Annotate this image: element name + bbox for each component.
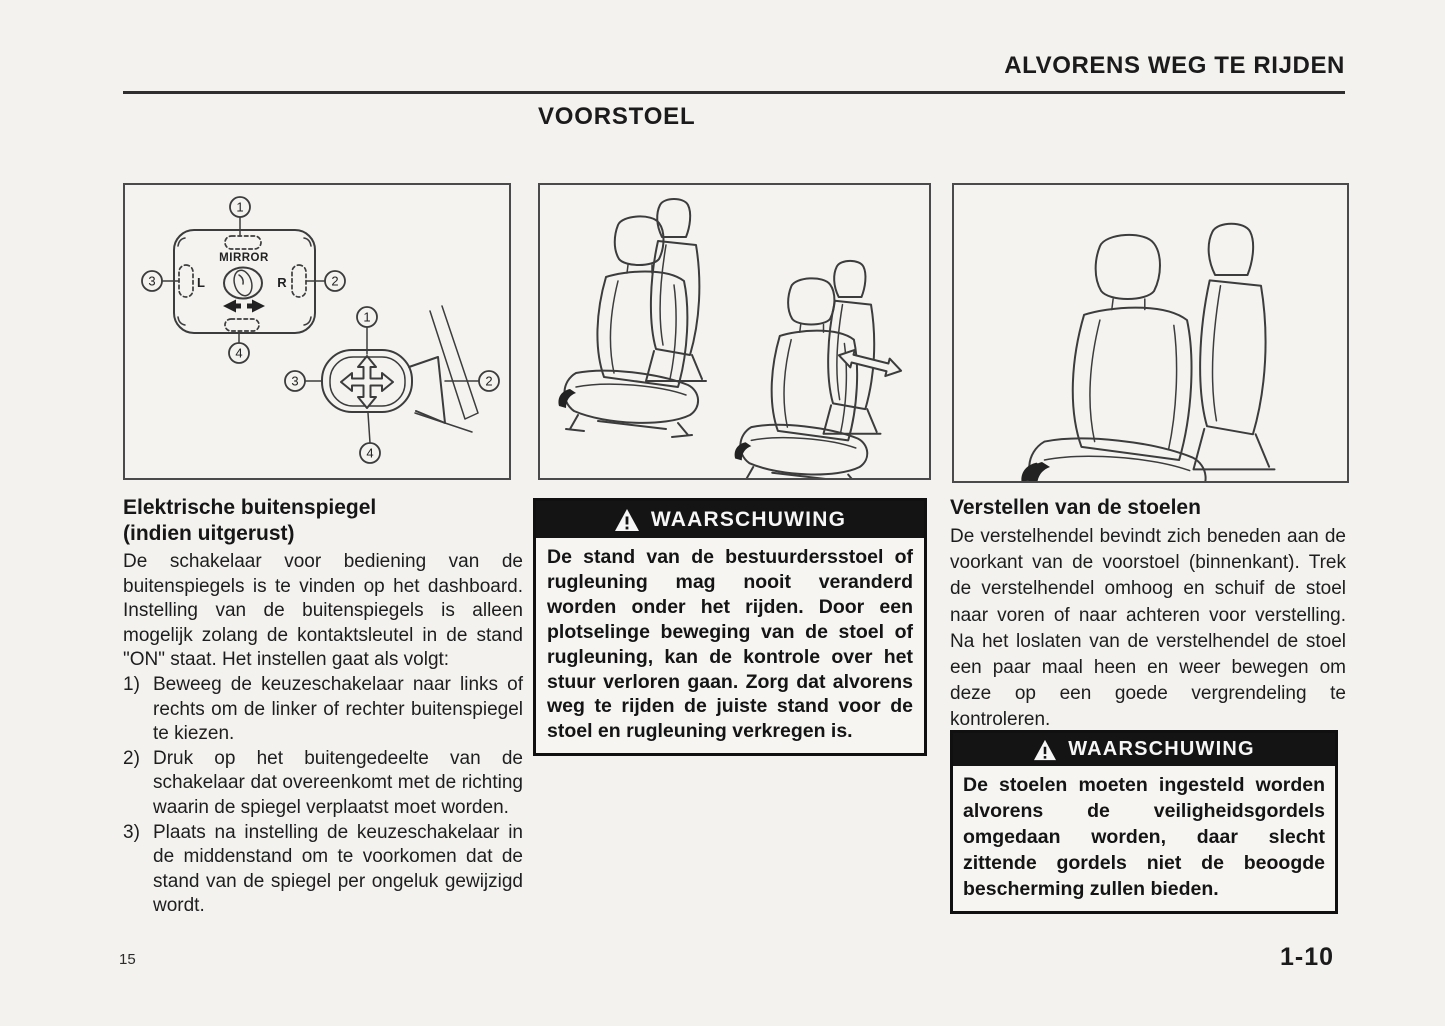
four-way-arrow-icon [341, 356, 393, 408]
mirror-selector-knob [224, 268, 262, 299]
arrow-right-icon [247, 299, 265, 313]
list-item-number: 3) [123, 821, 140, 843]
callout-3-circle [141, 270, 163, 292]
mirror-callout-3-circle [284, 370, 306, 392]
warning-box-seatbelts: WAARSCHUWING De stoelen moeten ingesteld… [950, 730, 1338, 914]
recline-arrow-icon [837, 347, 903, 380]
warning-triangle-icon [614, 508, 639, 531]
right-heading: Verstellen van de stoelen [950, 496, 1201, 519]
mirror-callout-2-circle [478, 370, 500, 392]
warning-header: WAARSCHUWING [536, 501, 924, 538]
warning-title: WAARSCHUWING [650, 507, 847, 531]
warning-header: WAARSCHUWING [953, 733, 1335, 766]
page-number: 1-10 [1280, 943, 1335, 971]
mirror-callout-3: 3 [291, 374, 298, 389]
left-heading-line2: (indien uitgerust) [123, 522, 295, 545]
mirror-callout-4: 4 [366, 446, 373, 461]
mirror-select-right-detent [292, 265, 306, 297]
seat-lever-figure [952, 183, 1349, 483]
warning-box-seat-position: WAARSCHUWING De stand van de bestuurders… [533, 498, 927, 757]
list-item: 3) Plaats na instelling de keuzeschakela… [123, 821, 523, 919]
right-paragraph: De verstelhendel bevindt zich beneden aa… [950, 526, 1346, 731]
callout-4-circle [228, 342, 250, 364]
callout-2-circle [324, 270, 346, 292]
seat-adjust-figure [538, 183, 931, 480]
list-item-number: 2) [123, 747, 140, 769]
list-item-number: 1) [123, 673, 140, 695]
left-intro-paragraph: De schakelaar voor bediening van de buit… [123, 551, 523, 671]
right-mirror-label: R [277, 275, 287, 290]
seat-slide-illustration [557, 198, 707, 438]
left-heading-line1: Elektrische buitenspiegel [123, 496, 377, 519]
adjust-lever-icon [1027, 462, 1050, 481]
mirror-control-panel: MIRROR L R [174, 230, 315, 333]
mirror-panel-label: MIRROR [219, 252, 269, 264]
page-title: VOORSTOEL [538, 103, 696, 130]
callout-1: 1 [236, 200, 243, 215]
warning-triangle-icon [1034, 739, 1057, 760]
callout-1-circle [229, 196, 251, 218]
left-column: Elektrische buitenspiegel (indien uitger… [123, 495, 523, 919]
callout-4: 4 [235, 346, 242, 361]
warning-title: WAARSCHUWING [1068, 738, 1255, 760]
mirror-switch-figure: MIRROR L R 1 [123, 183, 511, 480]
chapter-header: ALVORENS WEG TE RIJDEN [1004, 52, 1345, 79]
mirror-switch-diagram: MIRROR L R 1 [141, 196, 500, 464]
seat-pair-illustration [1020, 222, 1276, 481]
footnote-number: 15 [119, 951, 136, 968]
seat-adjust-diagram [557, 198, 929, 478]
right-column: Verstellen van de stoelen De verstelhend… [950, 495, 1346, 734]
arrow-left-icon [223, 299, 241, 313]
mirror-callout-1: 1 [363, 310, 370, 325]
seat-lever-diagram [1020, 222, 1276, 481]
mirror-select-left-detent [179, 265, 193, 297]
callout-3: 3 [148, 274, 155, 289]
warning-body: De stand van de bestuurdersstoel of rugl… [547, 546, 913, 743]
mirror-select-bottom-detent [225, 319, 259, 331]
list-item-text: Plaats na instelling de keuzeschakelaar … [153, 821, 523, 917]
left-mirror-label: L [197, 275, 205, 290]
list-item-text: Druk op het buitengedeelte van de schake… [153, 747, 523, 818]
seat-recline-illustration [733, 259, 904, 478]
header-rule [123, 91, 1345, 94]
warning-body: De stoelen moeten ingesteld worden alvor… [963, 774, 1325, 900]
callout-2: 2 [331, 274, 338, 289]
list-item-text: Beweeg de keuzeschakelaar naar links of … [153, 673, 523, 745]
mirror-callout-1-circle [356, 306, 378, 328]
list-item: 2) Druk op het buitengedeelte van de sch… [123, 747, 523, 821]
door-mirror-sketch: 1 3 2 4 [284, 306, 500, 464]
list-item: 1) Beweeg de keuzeschakelaar naar links … [123, 673, 523, 747]
panel-callouts: 1 3 2 4 [141, 196, 346, 364]
mirror-callout-4-circle [359, 442, 381, 464]
mirror-callout-2: 2 [485, 374, 492, 389]
mirror-select-top-detent [225, 236, 261, 249]
mirror-steps-list: 1) Beweeg de keuzeschakelaar naar links … [123, 673, 523, 919]
